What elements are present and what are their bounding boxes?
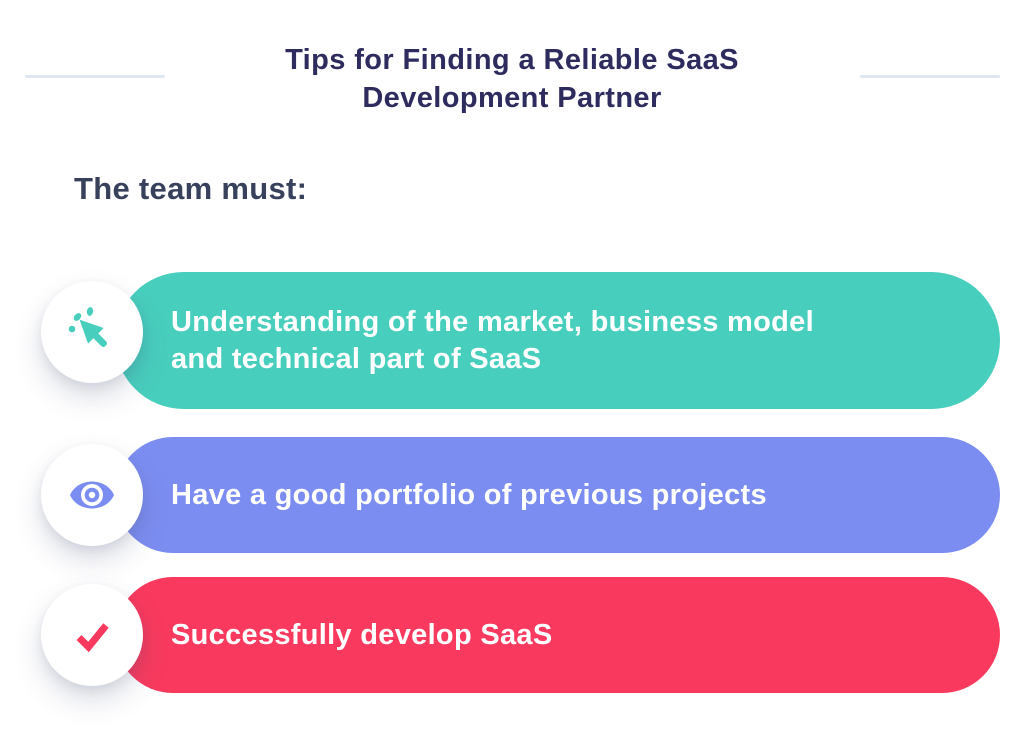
check-icon [70, 613, 114, 657]
tip-card-label: Understanding of the market, business mo… [171, 305, 814, 375]
tip-card-portfolio: Have a good portfolio of previous projec… [115, 437, 1000, 553]
tip-card-develop-saas: Successfully develop SaaS [115, 577, 1000, 693]
page-title: Tips for Finding a Reliable SaaS Develop… [0, 41, 1024, 117]
tip-card-label: Have a good portfolio of previous projec… [171, 478, 767, 511]
eye-icon [68, 471, 116, 519]
tip-card-label: Successfully develop SaaS [171, 618, 553, 651]
tip-icon-circle [41, 584, 143, 686]
title-divider-right [860, 75, 1000, 78]
page-title-line-2: Development Partner [362, 82, 662, 114]
tip-icon-circle [41, 444, 143, 546]
cursor-click-icon [66, 306, 118, 358]
title-divider-left [25, 75, 165, 78]
page-title-line-1: Tips for Finding a Reliable SaaS [285, 44, 739, 76]
tip-card-market-understanding: Understanding of the market, business mo… [115, 272, 1000, 409]
tip-icon-circle [41, 281, 143, 383]
subtitle: The team must: [74, 171, 308, 206]
